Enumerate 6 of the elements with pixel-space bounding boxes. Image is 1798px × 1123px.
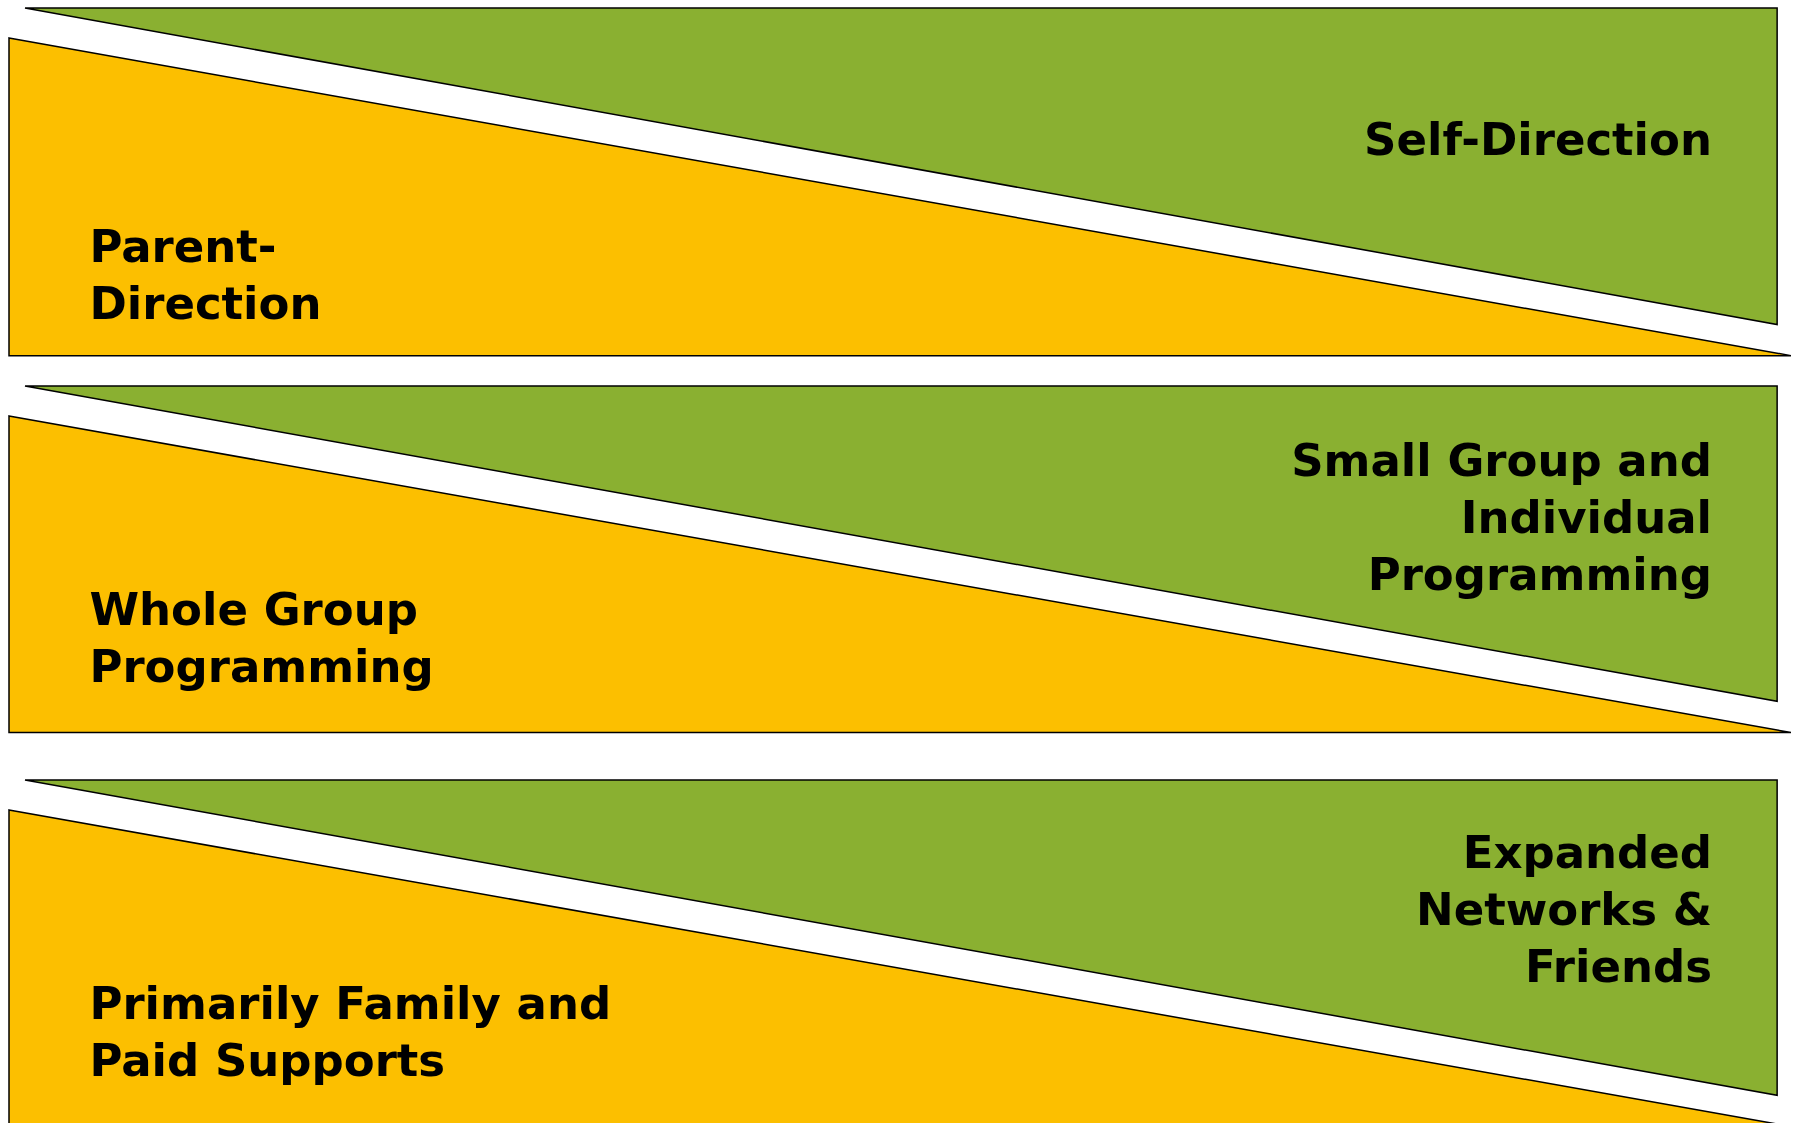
wedge-label: Parent-Direction [89,218,323,332]
wedge-label: Small Group and Individual Programming [1290,433,1712,604]
wedge-label: Expanded Networks & Friends [1415,825,1712,996]
wedge-label: Whole Group Programming [89,582,435,696]
wedge-label: Self-Direction [1363,112,1712,169]
wedge-label: Primarily Family and Paid Supports [89,975,613,1089]
